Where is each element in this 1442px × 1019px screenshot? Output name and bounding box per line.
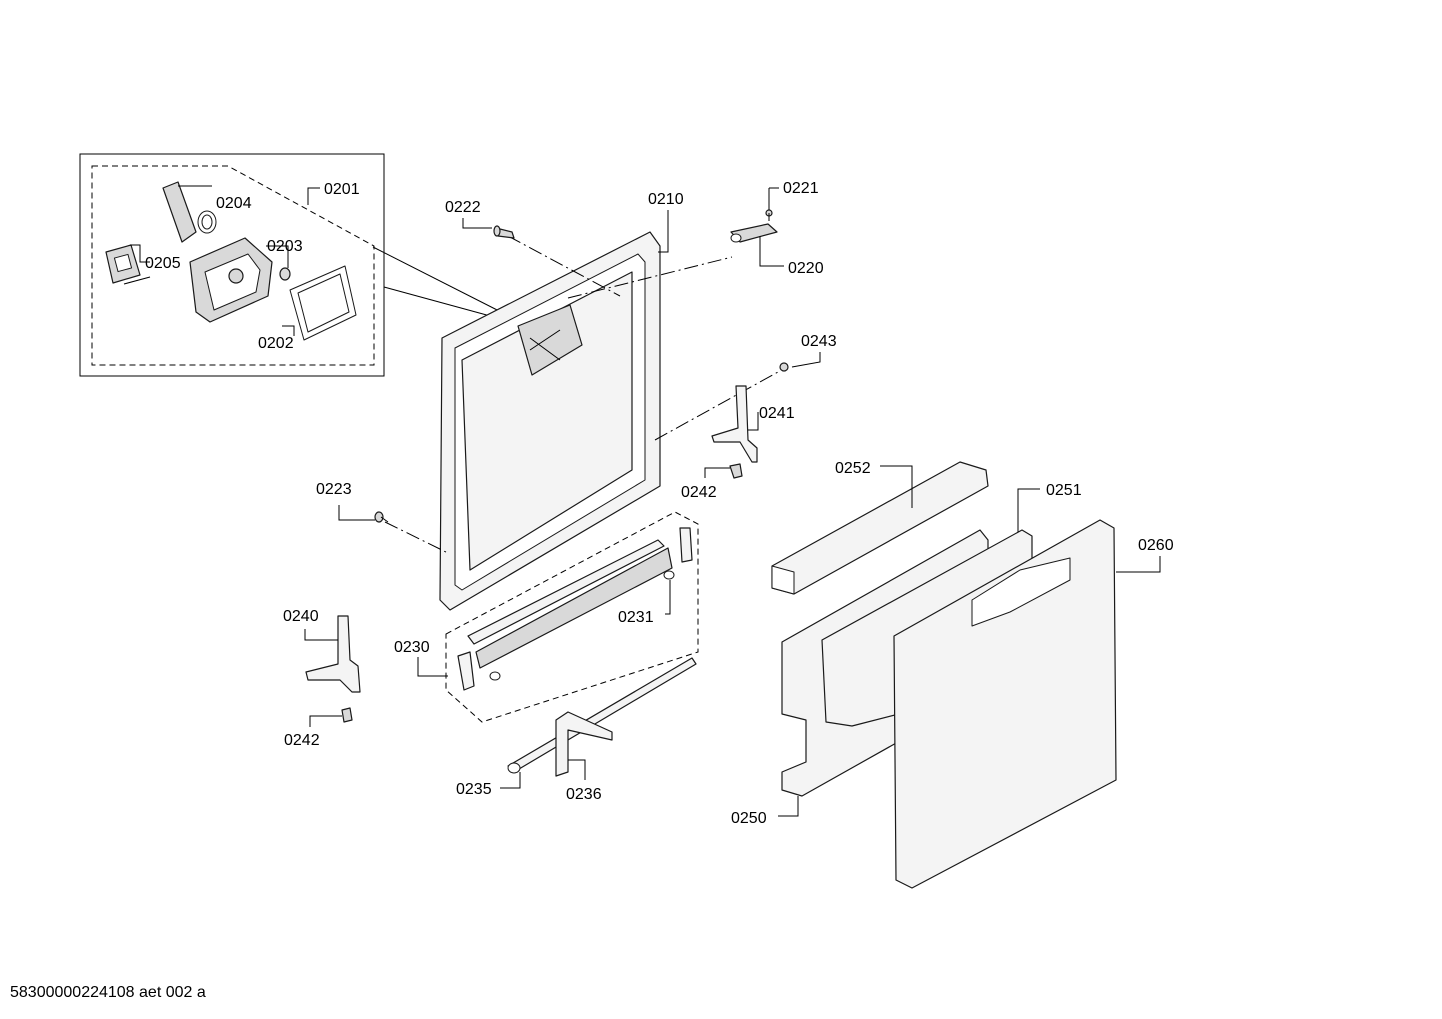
leader-lines (130, 185, 1161, 817)
part-0222-screw (493, 225, 515, 239)
part-0260-outer-door (893, 519, 1117, 889)
part-0202-gasket (289, 265, 357, 341)
part-labels: 0201 0202 0203 0204 0205 0210 0220 0221 … (145, 180, 1174, 827)
label-0203: 0203 (267, 238, 303, 255)
label-0201: 0201 (324, 181, 360, 198)
label-0220: 0220 (788, 260, 824, 277)
part-0243-screw (779, 362, 789, 372)
label-0210: 0210 (648, 191, 684, 208)
label-0231: 0231 (618, 609, 654, 626)
label-0252: 0252 (835, 460, 871, 477)
label-0202: 0202 (258, 335, 294, 352)
label-0235: 0235 (456, 781, 492, 798)
label-0236: 0236 (566, 786, 602, 803)
part-0241-hinge (711, 385, 758, 463)
dispenser-body (189, 237, 273, 323)
assembly-guides (384, 235, 779, 554)
label-0243: 0243 (801, 333, 837, 350)
label-0221: 0221 (783, 180, 819, 197)
part-0235-rail (507, 657, 697, 774)
part-0236-bracket (555, 711, 613, 777)
part-0210-inner-door (439, 231, 661, 611)
part-0242-clip-a (729, 463, 743, 479)
label-0204: 0204 (216, 195, 252, 212)
part-0223-screw (374, 511, 389, 523)
label-0242-a: 0242 (681, 484, 717, 501)
label-0222: 0222 (445, 199, 481, 216)
label-0251: 0251 (1046, 482, 1082, 499)
label-0205: 0205 (145, 255, 181, 272)
part-0220-latch (730, 223, 778, 243)
part-0205-plate (105, 244, 151, 285)
label-0223: 0223 (316, 481, 352, 498)
label-0230: 0230 (394, 639, 430, 656)
document-id-footer: 58300000224108 aet 002 a (10, 984, 206, 1001)
part-0252-strip (771, 461, 989, 595)
label-0240: 0240 (283, 608, 319, 625)
part-0242-clip-b (341, 707, 353, 723)
dispenser-detail-inset (79, 153, 508, 377)
part-0204-lid (162, 181, 217, 243)
label-0242-b: 0242 (284, 732, 320, 749)
part-0221-screw (765, 209, 773, 221)
part-0240-hinge (305, 615, 361, 693)
part-0203 (279, 267, 291, 281)
part-0230-rail-assembly (445, 511, 699, 723)
label-0241: 0241 (759, 405, 795, 422)
label-0250: 0250 (731, 810, 767, 827)
label-0260: 0260 (1138, 537, 1174, 554)
